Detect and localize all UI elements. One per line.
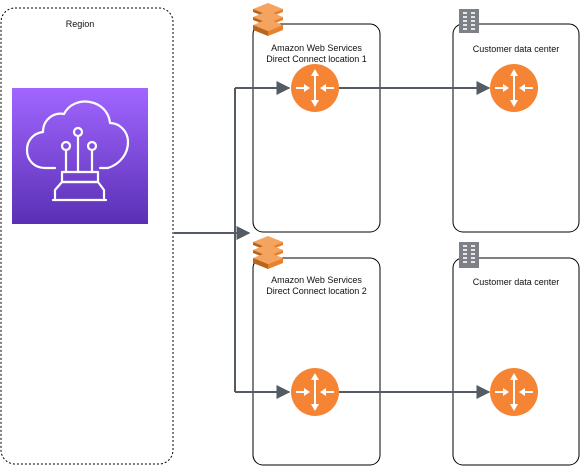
router-icon <box>490 368 538 416</box>
datacenter-2-label: Customer data center <box>472 277 560 287</box>
server-building-icon <box>459 242 479 268</box>
location-1-box <box>252 23 381 233</box>
location-1-label-line2: Direct Connect location 1 <box>266 54 367 64</box>
router-icon <box>490 64 538 112</box>
cloud-network-icon <box>12 88 148 224</box>
location-2-label-line1: Amazon Web Services <box>271 275 362 285</box>
direct-connect-stack-icon <box>253 3 283 36</box>
location-2-label-line2: Direct Connect location 2 <box>266 286 367 296</box>
router-icon <box>291 368 339 416</box>
location-2-label: Amazon Web Services Direct Connect locat… <box>253 275 380 297</box>
router-icon <box>291 64 339 112</box>
server-building-icon <box>459 9 479 33</box>
region-label: Region <box>65 19 95 29</box>
datacenter-1-label: Customer data center <box>472 44 560 54</box>
location-2-box <box>252 257 381 466</box>
region-boundary <box>0 7 174 465</box>
location-1-label: Amazon Web Services Direct Connect locat… <box>253 43 380 65</box>
direct-connect-stack-icon <box>253 236 283 269</box>
datacenter-1-box <box>452 23 580 233</box>
datacenter-2-box <box>452 257 580 466</box>
location-1-label-line1: Amazon Web Services <box>271 43 362 53</box>
